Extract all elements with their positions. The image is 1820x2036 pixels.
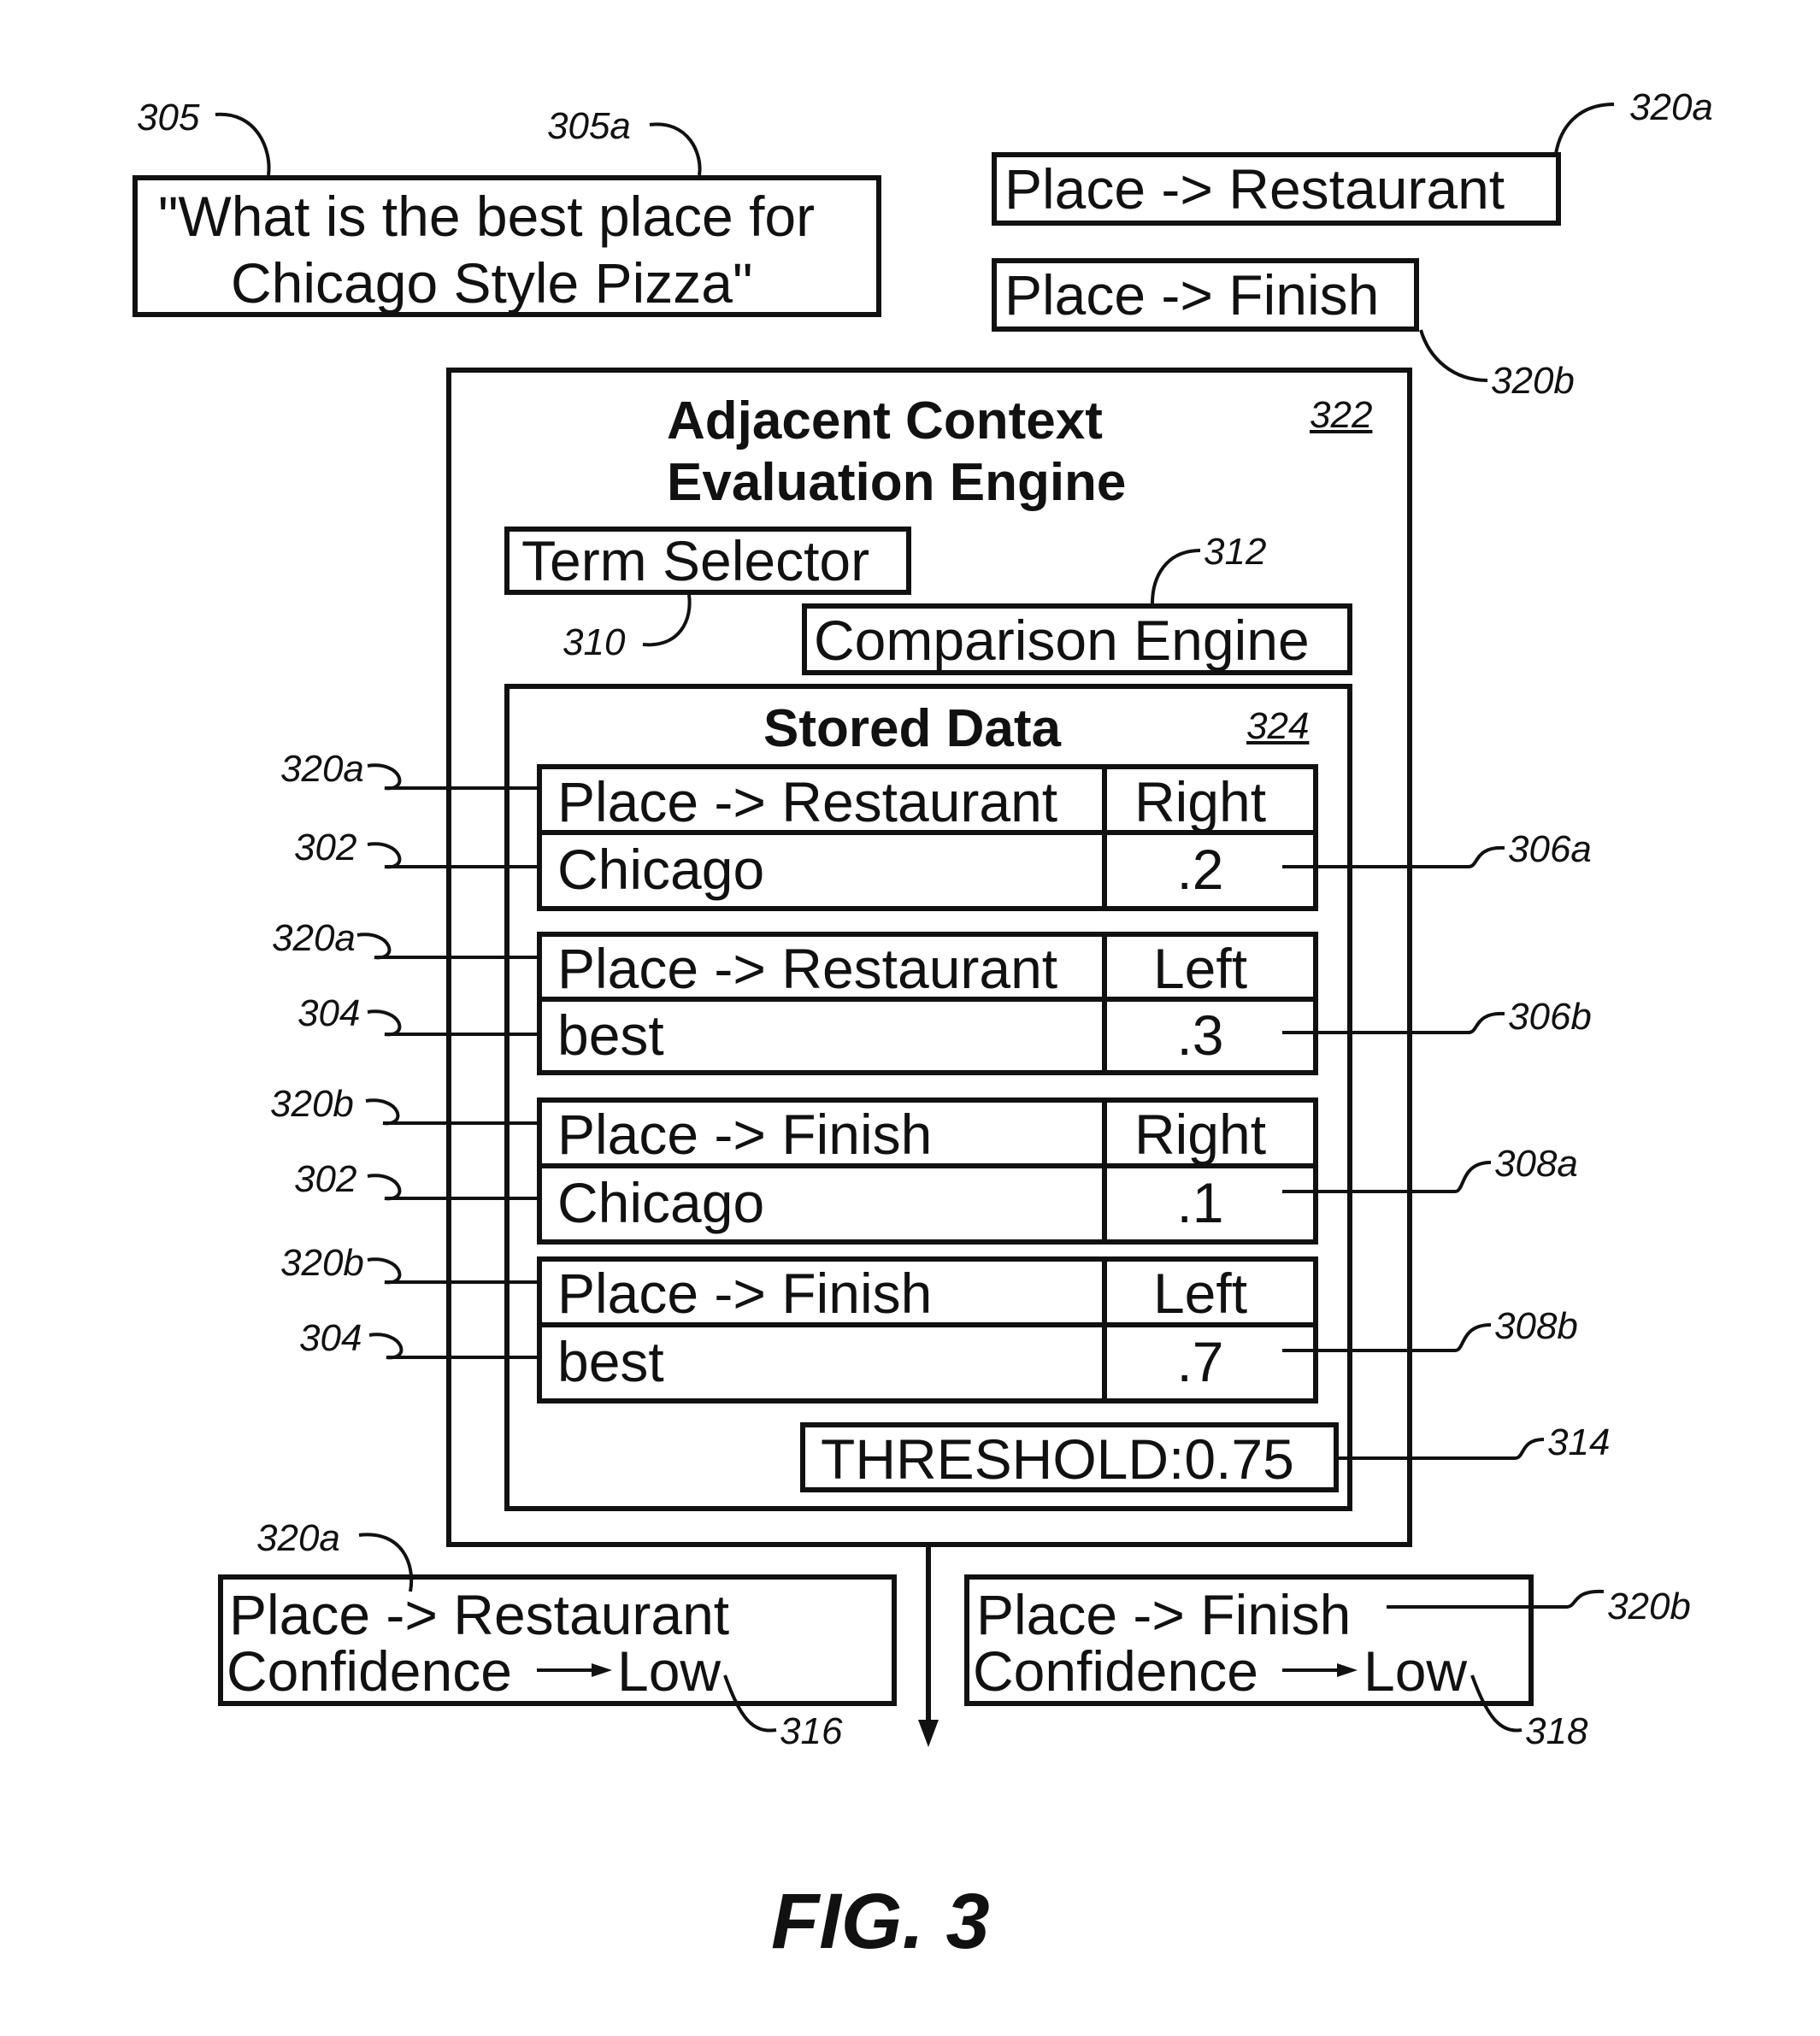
patent-figure: "What is the best place for Chicago Styl… (0, 0, 1820, 2036)
connector-lines (0, 0, 1820, 2036)
